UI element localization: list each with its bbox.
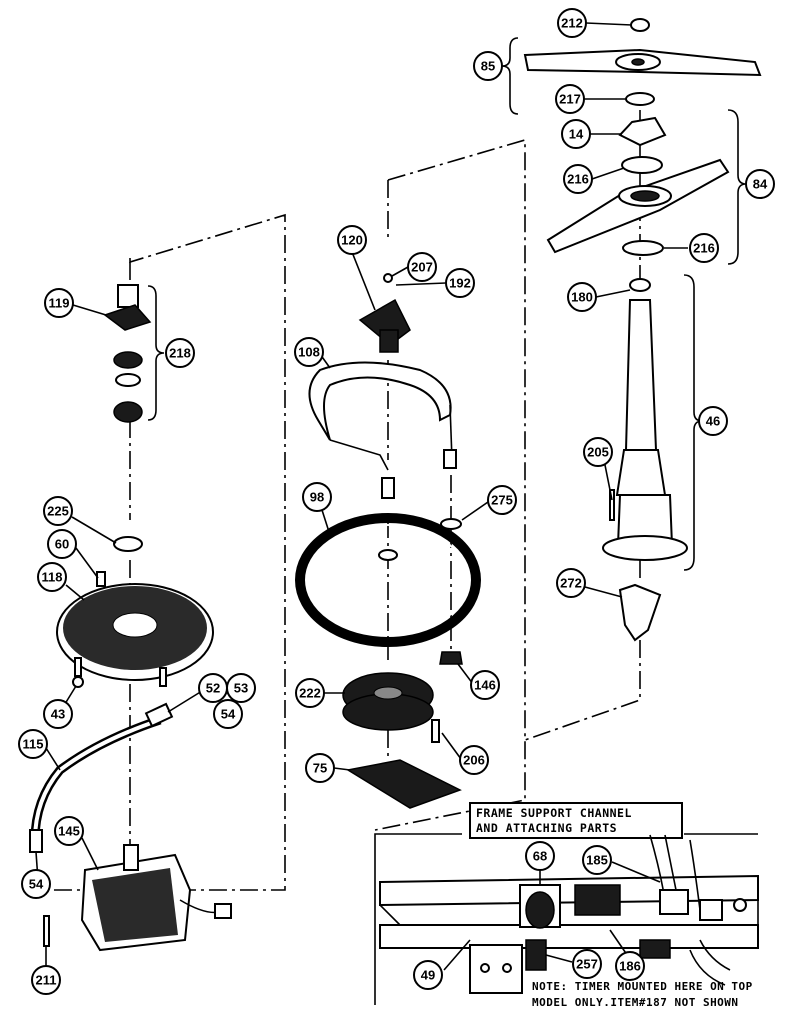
callout-labels: 212 85 217 14 216 84 216 180 46 205 272 … <box>18 8 775 995</box>
inset-header-line2: AND ATTACHING PARTS <box>476 821 617 835</box>
svg-text:216: 216 <box>567 172 589 187</box>
inset-note-line2: MODEL ONLY.ITEM#187 NOT SHOWN <box>532 996 739 1009</box>
callout-206: 206 <box>459 745 489 775</box>
callout-118: 118 <box>37 562 67 592</box>
callout-216-top: 216 <box>563 164 593 194</box>
svg-text:186: 186 <box>619 959 641 974</box>
callout-225: 225 <box>43 496 73 526</box>
svg-text:145: 145 <box>58 824 80 839</box>
motor-mount-plate <box>56 571 214 688</box>
svg-text:68: 68 <box>533 849 547 864</box>
frame-channel-bottom <box>379 924 759 949</box>
callout-207: 207 <box>407 252 437 282</box>
svg-text:14: 14 <box>569 127 584 142</box>
callout-68: 68 <box>525 841 555 871</box>
svg-text:60: 60 <box>55 537 69 552</box>
callout-53: 53 <box>226 673 256 703</box>
svg-text:43: 43 <box>51 707 65 722</box>
inset-note-line1: NOTE: TIMER MOUNTED HERE ON TOP <box>532 980 753 993</box>
upper-spray-arm <box>523 18 762 106</box>
svg-text:225: 225 <box>47 504 69 519</box>
svg-text:54: 54 <box>29 877 44 892</box>
svg-text:212: 212 <box>561 16 583 31</box>
callout-180: 180 <box>567 282 597 312</box>
callout-257: 257 <box>572 949 602 979</box>
callout-217: 217 <box>555 84 585 114</box>
svg-text:192: 192 <box>449 276 471 291</box>
svg-text:118: 118 <box>42 570 63 585</box>
hose-and-motor <box>29 702 232 952</box>
svg-text:85: 85 <box>481 59 495 74</box>
svg-text:257: 257 <box>576 957 598 972</box>
lower-spray-arm <box>546 116 730 256</box>
callout-145: 145 <box>54 816 84 846</box>
svg-text:49: 49 <box>421 968 435 983</box>
callout-119: 119 <box>44 288 74 318</box>
callout-222: 222 <box>295 678 325 708</box>
callout-75: 75 <box>305 753 335 783</box>
svg-text:206: 206 <box>463 753 485 768</box>
svg-text:53: 53 <box>234 681 248 696</box>
callout-120: 120 <box>337 225 367 255</box>
callout-146: 146 <box>470 670 500 700</box>
tube-assembly <box>602 278 688 642</box>
svg-text:222: 222 <box>299 686 321 701</box>
inset-header-box <box>469 802 683 839</box>
callout-185: 185 <box>582 845 612 875</box>
svg-text:211: 211 <box>36 973 57 988</box>
svg-text:98: 98 <box>310 490 324 505</box>
svg-text:217: 217 <box>559 92 581 107</box>
callout-52: 52 <box>198 673 228 703</box>
callout-84: 84 <box>745 169 775 199</box>
callout-192: 192 <box>445 268 475 298</box>
callout-186: 186 <box>615 951 645 981</box>
svg-text:120: 120 <box>341 233 363 248</box>
svg-text:46: 46 <box>706 414 720 429</box>
pump-housing-parts <box>295 273 481 665</box>
svg-text:216: 216 <box>693 241 715 256</box>
callout-275: 275 <box>487 485 517 515</box>
callout-49: 49 <box>413 960 443 990</box>
svg-text:54: 54 <box>221 707 236 722</box>
callout-85: 85 <box>473 51 503 81</box>
frame-support-inset: FRAME SUPPORT CHANNEL AND ATTACHING PART… <box>374 802 759 1009</box>
svg-text:115: 115 <box>23 737 44 752</box>
callout-98: 98 <box>302 482 332 512</box>
svg-text:84: 84 <box>753 177 768 192</box>
svg-text:218: 218 <box>169 346 191 361</box>
callout-211: 211 <box>31 965 61 995</box>
leader-lines <box>35 22 688 966</box>
svg-text:180: 180 <box>571 290 593 305</box>
svg-text:185: 185 <box>586 853 608 868</box>
inset-mount-plate <box>469 944 523 994</box>
callout-54-hose: 54 <box>213 699 243 729</box>
gear-and-plate <box>342 672 462 809</box>
callout-212: 212 <box>557 8 587 38</box>
svg-text:108: 108 <box>298 345 320 360</box>
svg-text:52: 52 <box>206 681 220 696</box>
svg-text:207: 207 <box>411 260 433 275</box>
svg-text:75: 75 <box>313 761 327 776</box>
callout-115: 115 <box>18 729 48 759</box>
inset-header-line1: FRAME SUPPORT CHANNEL <box>476 806 632 820</box>
motor-seal-stack <box>103 284 152 552</box>
callout-108: 108 <box>294 337 324 367</box>
callout-205: 205 <box>583 437 613 467</box>
svg-text:272: 272 <box>560 576 582 591</box>
svg-text:205: 205 <box>587 445 609 460</box>
callout-46: 46 <box>698 406 728 436</box>
callout-216-bottom: 216 <box>689 233 719 263</box>
callout-60: 60 <box>47 529 77 559</box>
svg-text:275: 275 <box>491 493 513 508</box>
callout-218: 218 <box>165 338 195 368</box>
svg-text:146: 146 <box>474 678 496 693</box>
callout-54-clamp: 54 <box>21 869 51 899</box>
callout-43: 43 <box>43 699 73 729</box>
callout-14: 14 <box>561 119 591 149</box>
assembly-guide-lines <box>40 110 641 891</box>
svg-text:119: 119 <box>49 296 70 311</box>
callout-272: 272 <box>556 568 586 598</box>
